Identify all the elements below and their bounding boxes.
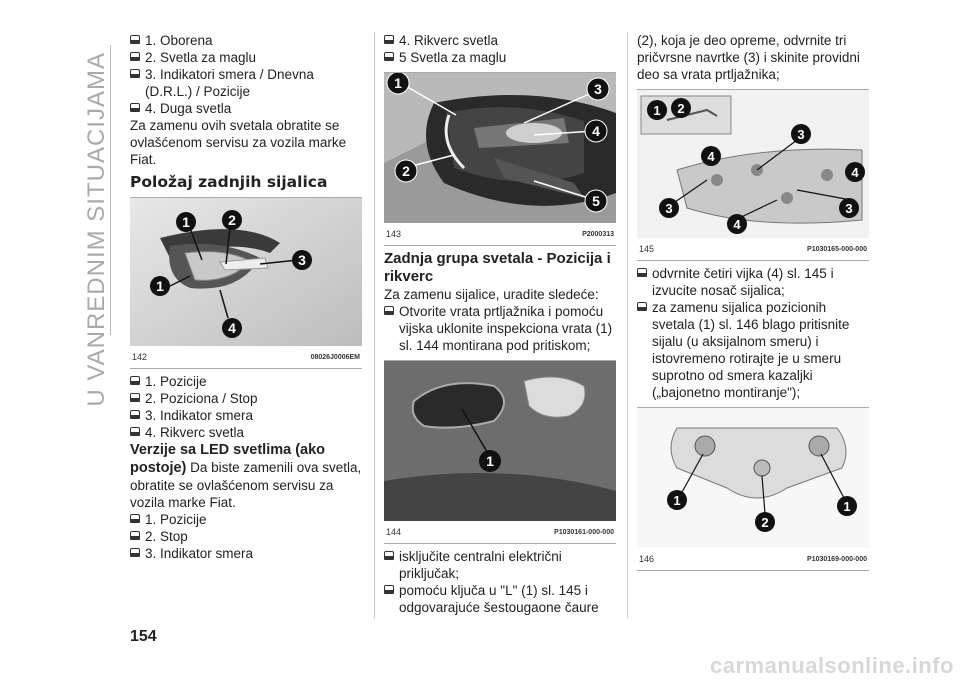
- callout-label: 1: [653, 103, 660, 118]
- car-icon: [130, 410, 140, 420]
- section-heading: Zadnja grupa svetala - Pozicija i rikver…: [384, 250, 611, 285]
- callout-label: 4: [228, 320, 236, 336]
- car-icon: [130, 427, 140, 437]
- list-item: 1. Oborena: [130, 32, 362, 49]
- callout-label: 4: [733, 217, 741, 232]
- car-icon: [130, 35, 140, 45]
- car-icon: [637, 268, 647, 278]
- car-icon: [130, 531, 140, 541]
- callout-label: 2: [677, 101, 684, 116]
- callout-label: 1: [156, 278, 164, 294]
- callout-label: 2: [402, 163, 410, 179]
- callout-label: 1: [182, 214, 190, 230]
- car-icon: [384, 585, 394, 595]
- list-item: Otvorite vrata prtljažnika i pomoću vijs…: [384, 303, 616, 354]
- paragraph: Za zamenu ovih svetala obratite se ovlaš…: [130, 118, 347, 167]
- list-item: 4. Rikverc svetla: [130, 424, 362, 441]
- callout-label: 1: [673, 493, 680, 508]
- paragraph: (2), koja je deo opreme, odvrnite tri pr…: [637, 33, 860, 82]
- callout-label: 1: [486, 453, 494, 469]
- section-heading: Položaj zadnjih sijalica: [130, 173, 328, 191]
- side-rule: [110, 45, 111, 335]
- callout-label: 3: [594, 81, 602, 97]
- callout-label: 3: [298, 252, 306, 268]
- subheading: Verzije sa LED svetlima (ako postoje): [130, 442, 326, 476]
- paragraph: Verzije sa LED svetlima (ako postoje) Da…: [130, 442, 362, 510]
- list-item: 4. Duga svetla: [130, 100, 362, 117]
- bulb-holder-removal-illustration: 1 2 3 4 4 3 4 3: [637, 90, 869, 238]
- list-item: 2. Svetla za maglu: [130, 49, 362, 66]
- car-icon: [130, 376, 140, 386]
- list-item: za zamenu sijalica pozicionih svetala (1…: [637, 299, 869, 401]
- callout-label: 1: [394, 75, 402, 91]
- list-item: 2. Stop: [130, 528, 362, 545]
- list-item: 5 Svetla za maglu: [384, 49, 616, 66]
- rear-light-group-photo: 1 3 4 2 5: [384, 73, 616, 223]
- callout-label: 3: [665, 201, 672, 216]
- rear-light-illustration: 1 2 3 1 4: [130, 198, 362, 346]
- list-item: 3. Indikator smera: [130, 545, 362, 562]
- paragraph: Za zamenu sijalice, uradite sledeće:: [384, 287, 599, 302]
- car-icon: [637, 302, 647, 312]
- list-item: 3. Indikator smera: [130, 407, 362, 424]
- column-divider: [627, 32, 628, 618]
- callout-label: 1: [843, 499, 850, 514]
- column-divider: [374, 32, 375, 618]
- column-2: 4. Rikverc svetla 5 Svetla za maglu 1 3 …: [384, 32, 616, 616]
- callout-label: 4: [851, 165, 859, 180]
- car-icon: [384, 52, 394, 62]
- column-1: 1. Oborena 2. Svetla za maglu 3. Indikat…: [130, 32, 362, 562]
- list-item: 4. Rikverc svetla: [384, 32, 616, 49]
- car-icon: [130, 393, 140, 403]
- car-icon: [130, 514, 140, 524]
- callout-label: 2: [761, 515, 768, 530]
- list-item: isključite centralni električni priključ…: [384, 548, 616, 582]
- car-icon: [130, 52, 140, 62]
- car-icon: [130, 103, 140, 113]
- callout-label: 3: [797, 127, 804, 142]
- list-item: 1. Pozicije: [130, 373, 362, 390]
- car-icon: [130, 69, 140, 79]
- callout-label: 2: [228, 212, 236, 228]
- car-icon: [384, 35, 394, 45]
- car-icon: [384, 551, 394, 561]
- callout-label: 4: [707, 149, 715, 164]
- list-item: 1. Pozicije: [130, 511, 362, 528]
- inspection-door-photo: 1: [384, 361, 616, 521]
- callout-label: 4: [592, 123, 600, 139]
- list-item: 3. Indikatori smera / Dnevna (D.R.L.) / …: [130, 66, 362, 100]
- car-icon: [130, 548, 140, 558]
- list-item: odvrnite četiri vijka (4) sl. 145 i izvu…: [637, 265, 869, 299]
- column-3: (2), koja je deo opreme, odvrnite tri pr…: [637, 32, 869, 575]
- list-item: pomoću ključa u "L" (1) sl. 145 i odgova…: [384, 582, 616, 616]
- list-item: 2. Poziciona / Stop: [130, 390, 362, 407]
- bulb-holder-illustration: 1 1 2: [637, 408, 869, 548]
- callout-label: 5: [592, 193, 600, 209]
- car-icon: [384, 306, 394, 316]
- page-number: 154: [130, 628, 157, 645]
- callout-label: 3: [845, 201, 852, 216]
- section-side-title: U VANREDNIM SITUACIJAMA: [83, 52, 110, 407]
- watermark: carmanualsonline.info: [710, 653, 954, 678]
